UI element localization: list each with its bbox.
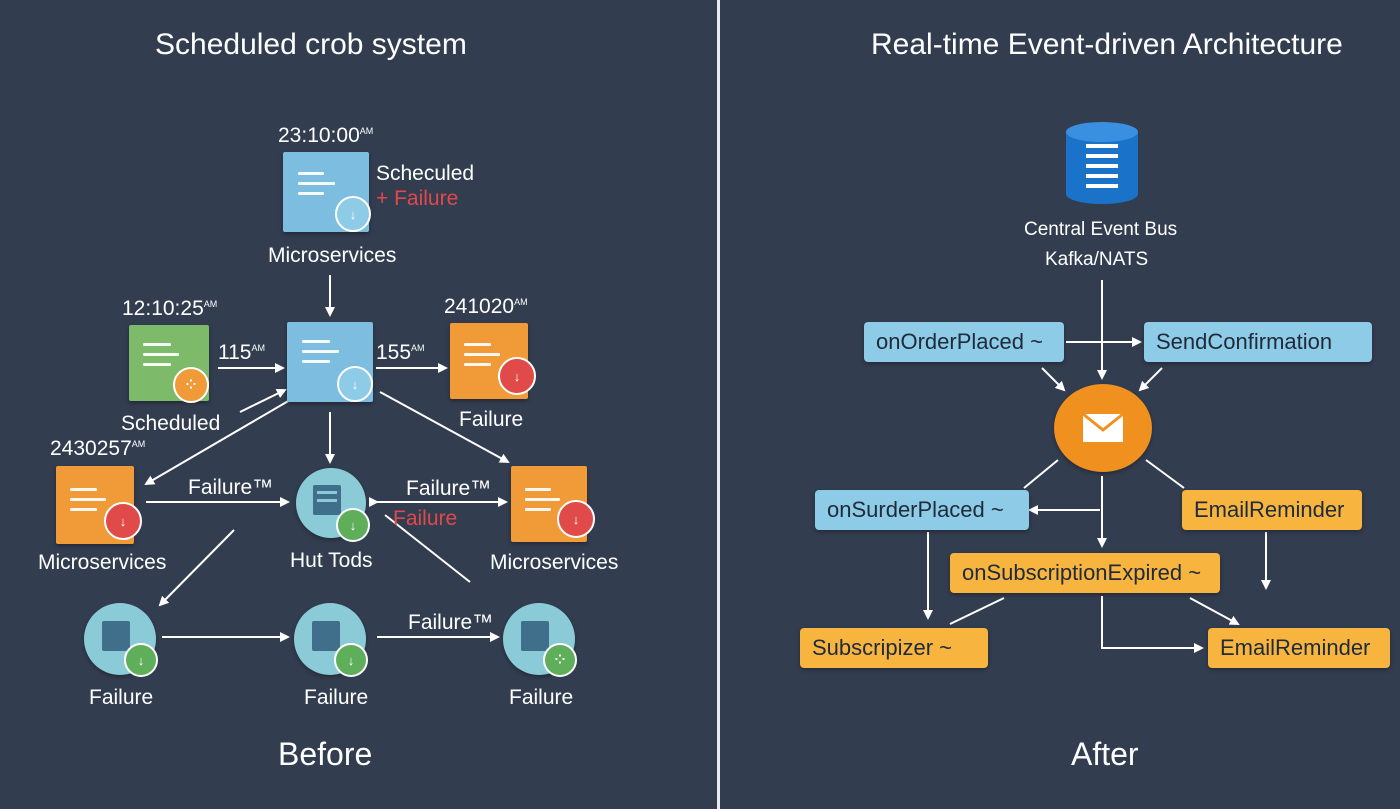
edge-right-label: 155AM xyxy=(376,341,425,364)
arrow-scheduled-to-center xyxy=(239,389,287,413)
arrow-expired-down-to-email2 xyxy=(1101,596,1204,653)
top-job-status-2: + Failure xyxy=(376,187,459,210)
chip-subscripizer: Subscripizer ~ xyxy=(800,628,988,668)
error-badge-icon: ↓ xyxy=(104,502,142,540)
hub-db-icon: ↓ xyxy=(296,468,370,542)
chip-email-reminder-1: EmailReminder xyxy=(1182,490,1362,530)
top-job-label: Microservices xyxy=(268,244,397,267)
arrow-expired-to-email2 xyxy=(1189,597,1240,625)
arrow-expired-to-subscripizer xyxy=(949,597,1005,625)
arrow-order-to-hub xyxy=(1041,367,1066,392)
hub-label: Hut Tods xyxy=(290,549,373,572)
top-job-timestamp: 23:10:00AM xyxy=(278,124,374,147)
before-footer: Before xyxy=(278,736,373,772)
right-job-timestamp: 241020AM xyxy=(444,295,528,318)
chip-on-subscription-expired: onSubscriptionExpired ~ xyxy=(950,553,1220,593)
dots-icon: ⁘ xyxy=(543,643,577,677)
bottom-node-1-label: Failure xyxy=(89,686,154,709)
bus-label-2: Kafka/NATS xyxy=(1045,249,1149,270)
error-badge-icon: ↓ xyxy=(557,500,595,538)
mid-right-label: Microservices xyxy=(490,551,619,574)
bottom-node-2-icon: ↓ xyxy=(294,603,368,677)
top-job-doc-icon: ↓ xyxy=(283,152,371,232)
after-title: Real-time Event-driven Architecture xyxy=(871,28,1343,61)
envelope-icon xyxy=(1054,384,1152,472)
chip-email-reminder-2: EmailReminder xyxy=(1208,628,1390,668)
arrow-center-to-midright xyxy=(379,391,510,463)
right-job-doc-icon: ↓ xyxy=(450,323,536,399)
bottom-node-2-label: Failure xyxy=(304,686,369,709)
mid-left-label: Microservices xyxy=(38,551,167,574)
check-down-icon: ↓ xyxy=(336,508,370,542)
left-job-doc-icon: ⁘ xyxy=(129,325,209,403)
bus-label-1: Central Event Bus xyxy=(1024,219,1178,240)
arrow-center-to-midleft xyxy=(144,399,291,486)
edge-left-label: 115AM xyxy=(218,341,265,364)
arrow-confirm-to-hub xyxy=(1138,367,1163,392)
edge-mid-right-label: Failure™ xyxy=(406,477,492,500)
error-badge-icon: ↓ xyxy=(498,357,536,395)
edge-mid-right-red-label: Failure xyxy=(393,507,458,530)
arrow-hub-to-surder-line xyxy=(1023,459,1059,489)
arrow-midleft-to-bottom1 xyxy=(158,529,235,607)
after-footer: After xyxy=(1071,736,1139,772)
center-job-doc-icon: ↓ xyxy=(287,322,373,402)
left-job-timestamp: 12:10:25AM xyxy=(122,297,218,320)
chip-send-confirmation: SendConfirmation xyxy=(1144,322,1372,362)
arrow-midright-to-hub xyxy=(384,514,471,583)
mid-left-doc-icon: ↓ xyxy=(56,466,142,544)
bottom-node-3-label: Failure xyxy=(509,686,574,709)
check-down-icon: ↓ xyxy=(334,643,368,677)
download-badge-icon: ↓ xyxy=(335,196,371,232)
chip-on-surder-placed: onSurderPlaced ~ xyxy=(815,490,1029,530)
bottom-node-1-icon: ↓ xyxy=(84,603,158,677)
left-job-label: Scheduled xyxy=(121,412,221,435)
mid-left-timestamp: 2430257AM xyxy=(50,437,146,460)
arrow-hub-to-emailreminder-line xyxy=(1145,459,1185,489)
before-arrows xyxy=(144,275,510,642)
top-job-status-1: Scheculed xyxy=(376,162,475,185)
bottom-node-3-icon: ⁘ xyxy=(503,603,577,677)
right-job-label: Failure xyxy=(459,408,524,431)
chip-on-order-placed: onOrderPlaced ~ xyxy=(864,322,1064,362)
edge-bottom-label: Failure™ xyxy=(408,611,494,634)
edge-mid-left-label: Failure™ xyxy=(188,476,274,499)
after-arrows xyxy=(923,280,1271,653)
check-down-icon: ↓ xyxy=(124,643,158,677)
dots-badge-icon: ⁘ xyxy=(173,367,209,403)
download-badge-icon: ↓ xyxy=(337,366,373,402)
mid-right-doc-icon: ↓ xyxy=(511,466,595,542)
database-icon xyxy=(1066,122,1138,204)
before-title: Scheduled crob system xyxy=(155,28,467,61)
panel-divider xyxy=(717,0,720,809)
